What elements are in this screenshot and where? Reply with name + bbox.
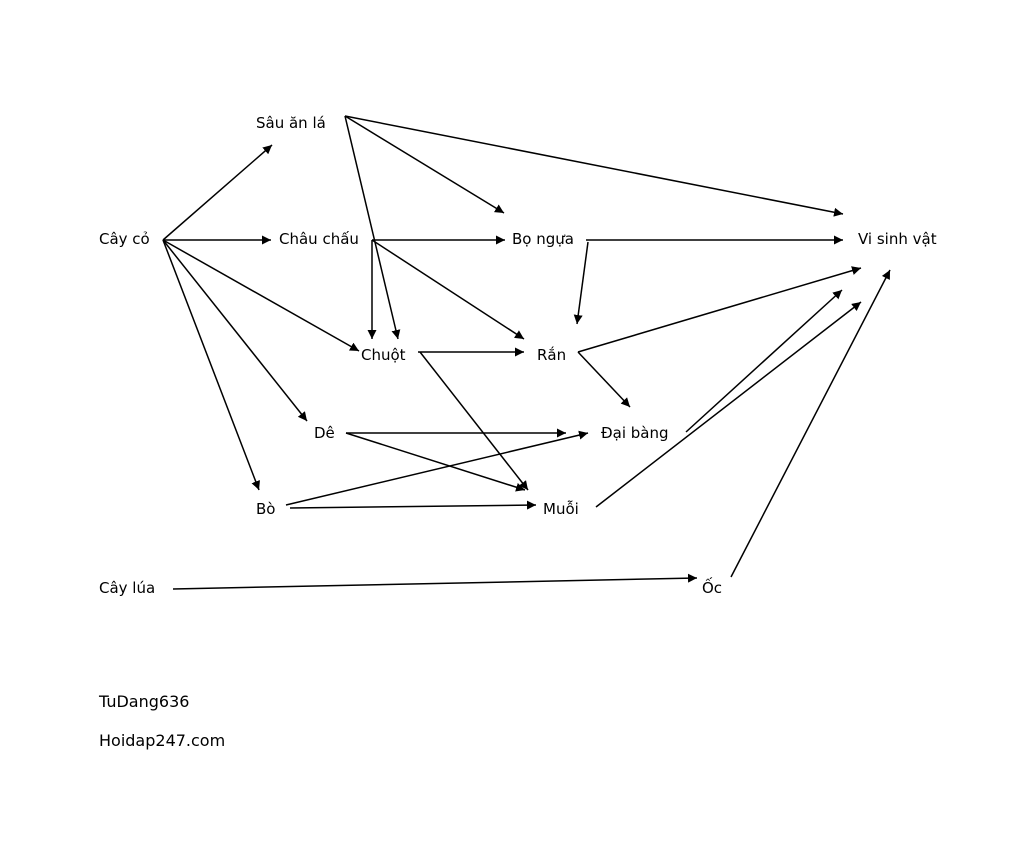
edge-chau-chau-to-ran <box>371 239 525 340</box>
node-chuot: Chuột <box>361 346 406 364</box>
edge-cay-co-to-bo <box>162 239 260 491</box>
node-bo-ngua: Bọ ngựa <box>512 230 574 248</box>
node-chau-chau: Châu chấu <box>279 230 359 248</box>
edge-cay-co-to-chuot <box>162 239 360 352</box>
node-muoi: Muỗi <box>543 500 579 518</box>
edge-oc-to-vi-sinh-vat <box>730 269 891 578</box>
edge-muoi-to-vi-sinh-vat <box>595 301 862 508</box>
node-dai-bang: Đại bàng <box>601 424 669 442</box>
edge-bo-to-muoi <box>289 500 537 510</box>
author-credit: TuDang636 <box>99 692 190 711</box>
edge-chuot-to-muoi <box>419 351 529 491</box>
edge-bo-to-dai-bang <box>285 430 589 506</box>
edge-dai-bang-to-vi-sinh-vat <box>685 289 843 433</box>
site-credit: Hoidap247.com <box>99 731 226 750</box>
node-vi-sinh-vat: Vi sinh vật <box>858 230 937 248</box>
node-oc: Ốc <box>702 576 722 597</box>
edges-layer <box>162 115 891 590</box>
edge-bo-ngua-to-ran <box>573 241 589 325</box>
edge-cay-lua-to-oc <box>172 573 698 590</box>
node-sau-an-la: Sâu ăn lá <box>256 114 326 132</box>
edge-ran-to-dai-bang <box>577 351 631 408</box>
node-cay-co: Cây cỏ <box>99 230 150 248</box>
edge-sau-an-la-to-vi-sinh-vat <box>344 115 844 217</box>
edge-sau-an-la-to-chuot <box>344 115 401 340</box>
nodes-layer: Cây cỏ Sâu ăn lá Châu chấu Bọ ngựa Vi sinh v… <box>99 114 937 597</box>
node-cay-lua: Cây lúa <box>99 579 155 597</box>
edge-ran-to-vi-sinh-vat <box>577 266 862 353</box>
node-ran: Rắn <box>537 346 566 364</box>
node-de: Dê <box>314 424 335 442</box>
node-bo: Bò <box>256 500 275 518</box>
edge-sau-an-la-to-bo-ngua <box>344 115 505 214</box>
edge-cay-co-to-de <box>162 239 308 422</box>
edge-cay-co-to-sau-an-la <box>162 144 273 241</box>
edge-de-to-muoi <box>345 432 526 492</box>
